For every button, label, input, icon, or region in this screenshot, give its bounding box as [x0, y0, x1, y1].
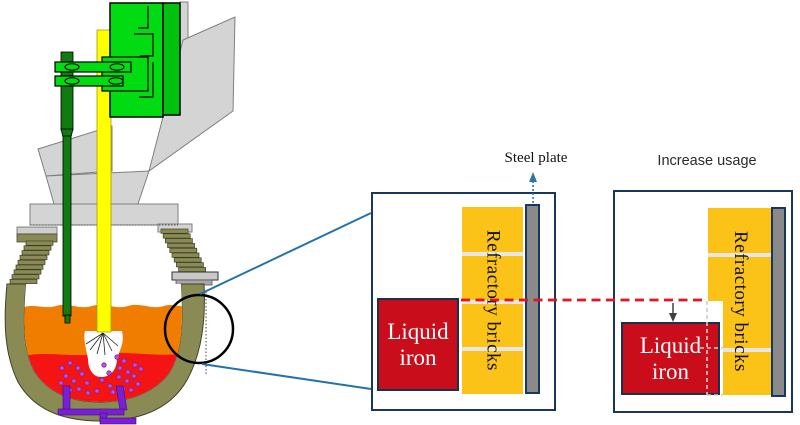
brick-joint [708, 253, 772, 257]
sublance-shaft [62, 135, 72, 317]
steel-plate-arrow-icon [529, 172, 537, 182]
wall-detail-panel-initial: Refractory bricks Liquid iron [371, 192, 556, 411]
clamp-arm-slots [64, 63, 125, 85]
jet-cavity [84, 331, 123, 377]
liquid-iron-label: Liquid iron [639, 332, 702, 384]
liquid-iron-block: Liquid iron [377, 298, 459, 391]
left-flange-top [16, 226, 58, 235]
increase-usage-caption: Increase usage [657, 153, 757, 169]
carriage-side-panel [162, 2, 181, 116]
liquid-iron-label: Liquid iron [387, 318, 449, 370]
brick-joint [723, 348, 772, 352]
jet-spray-lines [85, 332, 119, 356]
brick-joint [462, 300, 523, 304]
furnace-illustration [4, 1, 236, 425]
right-ribs [160, 228, 206, 273]
stirrer-right-leg [115, 385, 128, 411]
wall-detail-panel-worn: Refractory bricks Liquid iron [613, 190, 793, 413]
brick-joint [462, 252, 523, 256]
brick-joint [462, 347, 523, 351]
refractory-bricks-label-wrap: Refractory bricks [708, 208, 772, 395]
sublance-rod [60, 51, 74, 324]
steel-plate-caption: Steel plate [504, 150, 568, 166]
liquid-iron-block: Liquid iron [621, 322, 720, 395]
sublance-tip [64, 314, 71, 324]
left-ribbed-cone [7, 226, 58, 289]
refractory-bricks-label: Refractory bricks [730, 231, 751, 372]
chute-right-wing [148, 16, 236, 173]
right-flange-top [171, 271, 219, 281]
bottom-stirrer [57, 385, 137, 425]
steel-plate [525, 204, 540, 394]
gas-bubbles [58, 354, 144, 396]
stirrer-lower-bar [99, 417, 137, 425]
lance-carriage [54, 2, 181, 118]
carriage-seams [134, 6, 154, 98]
zoom-highlight-circle [163, 293, 235, 365]
steel-plate [771, 207, 786, 397]
left-ribs [7, 240, 54, 289]
refractory-bricks-label: Refractory bricks [482, 230, 504, 371]
refractory-bricks-label-wrap: Refractory bricks [462, 207, 523, 394]
chute-left-wing [37, 125, 113, 177]
right-ribbed-cone [160, 228, 219, 286]
stirrer-left-leg [62, 385, 71, 411]
oxygen-lance [96, 29, 112, 333]
stirrer-bar [57, 408, 125, 416]
clamp-arm-upper [54, 61, 132, 73]
